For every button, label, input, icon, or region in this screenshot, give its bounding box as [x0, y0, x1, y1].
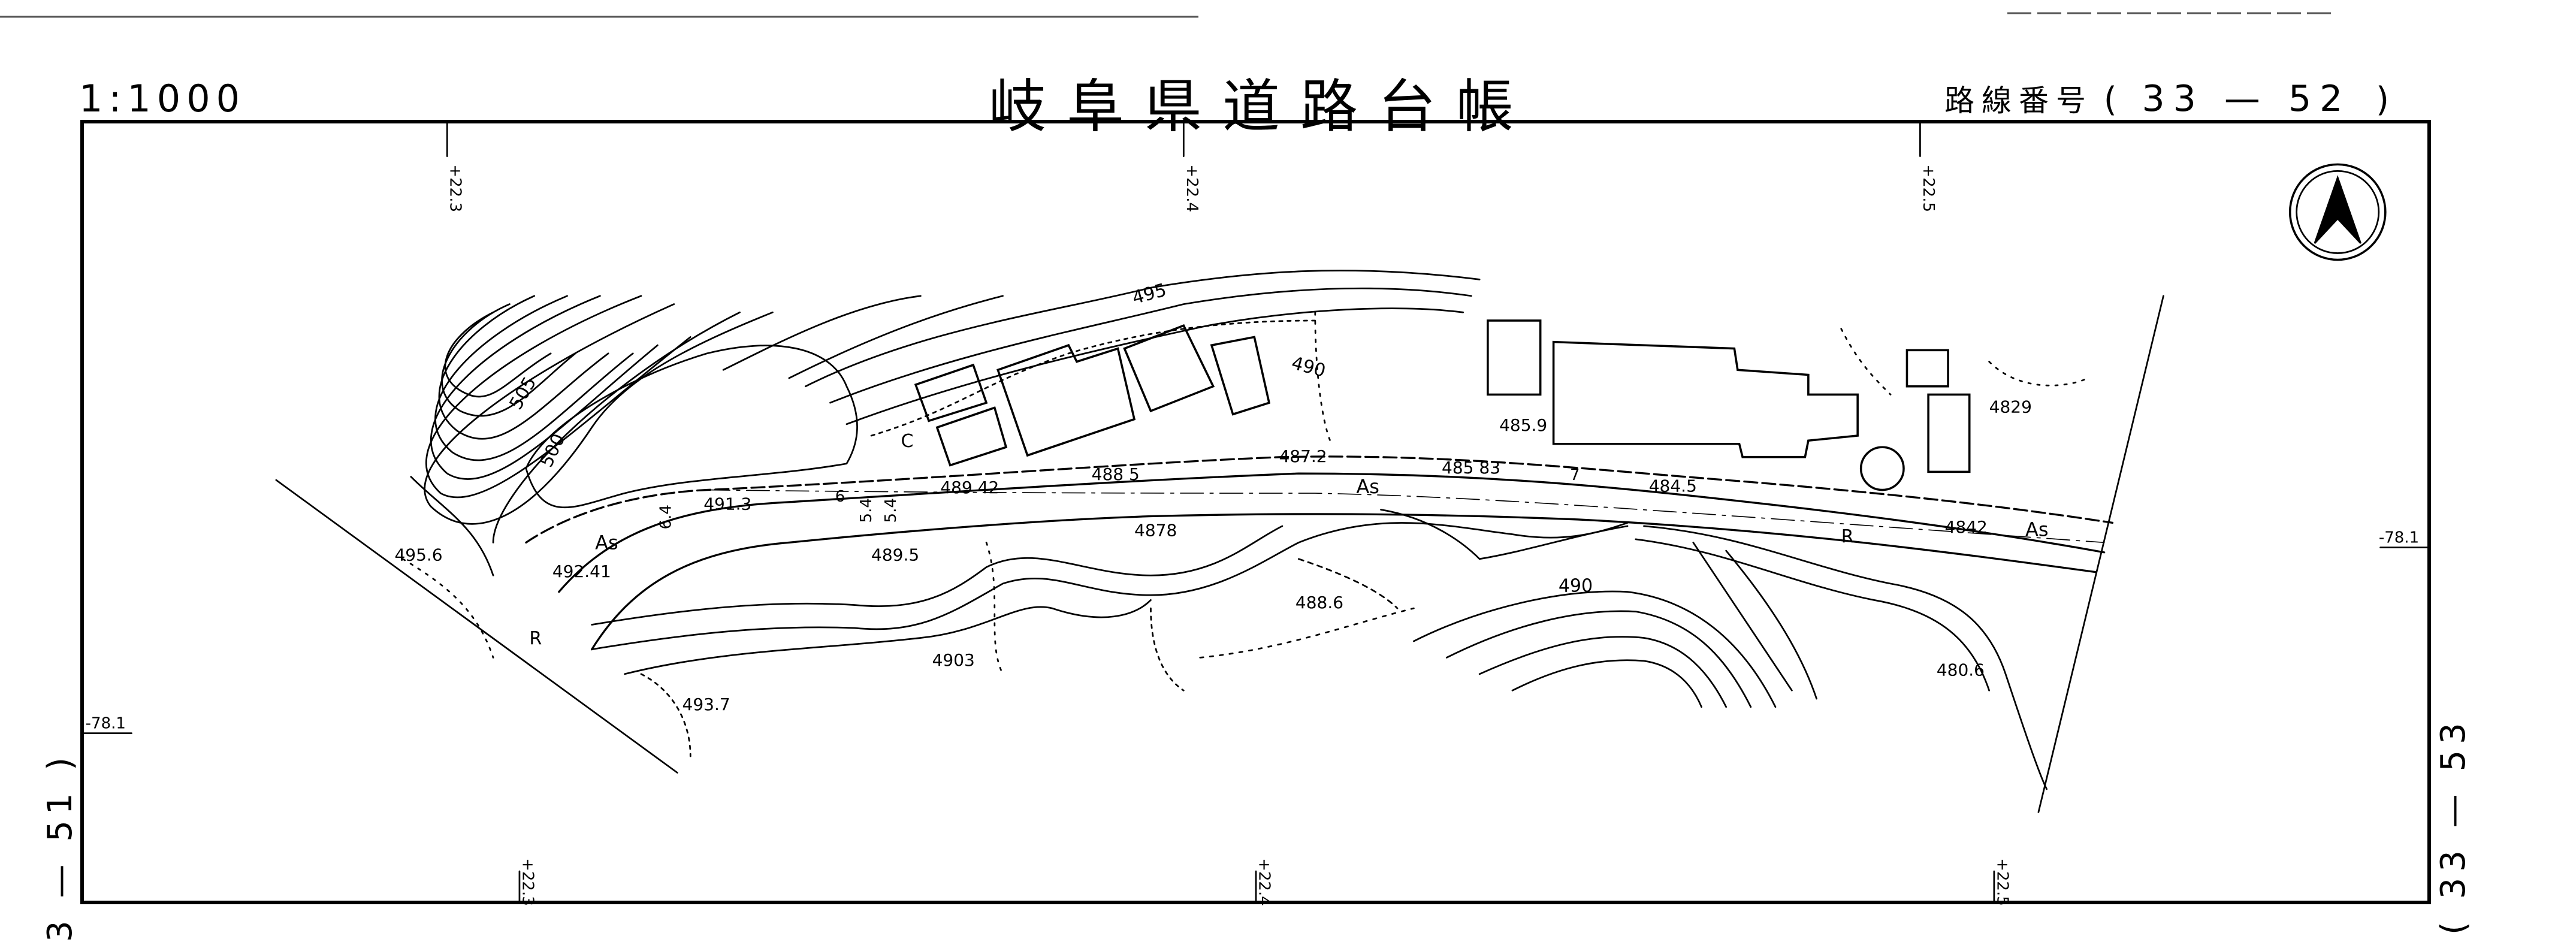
route-close-paren: ) — [2376, 80, 2389, 119]
route-number: 33 — 52 — [2142, 78, 2351, 120]
dotted-boundaries — [401, 311, 2089, 675]
north-arrow-icon — [2288, 163, 2387, 261]
spot-height-label: 485.9 — [1499, 415, 1547, 435]
spot-height-label: 493.7 — [682, 695, 730, 714]
spot-height-label: 484.5 — [1649, 476, 1697, 496]
spot-height-label: 4903 — [932, 650, 975, 670]
spot-height-label: 4842 — [1945, 517, 1988, 537]
station-label-bottom: +22.3 — [518, 858, 536, 906]
surface-label: As — [1356, 475, 1379, 498]
spot-height-label: 487.2 — [1279, 446, 1327, 466]
spot-height-label: 4878 — [1134, 520, 1177, 540]
spot-height-label: 485 83 — [1442, 458, 1500, 478]
station-label-bottom: +22.5 — [1993, 858, 2011, 906]
route-number-block: 路線番号 ( 33 — 52 ) — [1944, 77, 2389, 120]
sheet-boundary-right — [2037, 295, 2164, 813]
surface-label: As — [2025, 518, 2049, 541]
spot-height-label: 480.6 — [1937, 660, 1985, 680]
station-label-top: +22.4 — [1183, 164, 1201, 212]
contour-label: 490 — [1289, 352, 1328, 382]
sheet-boundary-left — [275, 479, 678, 774]
spot-height-label: 489.5 — [871, 545, 919, 565]
map-symbol-label: C — [901, 431, 913, 452]
contour-lines-hill — [410, 295, 774, 576]
road-width-label: 6 — [835, 488, 845, 506]
road-width-label: 5.4 — [857, 498, 875, 523]
spot-height-label: 495.6 — [394, 545, 442, 565]
spot-height-label: 492.41 — [552, 561, 611, 581]
retaining-walls — [591, 509, 2048, 790]
station-ticks — [81, 120, 2431, 904]
road-width-label: 5.4 — [882, 498, 900, 523]
station-label-top: +22.3 — [446, 164, 464, 212]
station-label-bottom: +22.4 — [1255, 858, 1273, 906]
road-width-label: 7 — [1570, 466, 1580, 484]
offset-label-right: -78.1 — [2379, 529, 2419, 547]
spot-height-label: 488 5 — [1092, 464, 1140, 484]
map-symbol-label: R — [1841, 526, 1854, 547]
buildings — [914, 319, 1971, 491]
spot-height-label: 491.3 — [703, 494, 751, 514]
route-open-paren: ( — [2103, 80, 2117, 119]
spot-height-label: 489 42 — [940, 478, 999, 497]
spot-height-label: 488.6 — [1295, 593, 1343, 612]
contour-label: 490 — [1559, 576, 1593, 597]
contour-lines-lower — [1413, 541, 1817, 708]
forest-area — [525, 345, 858, 509]
contour-label: 495 — [1130, 280, 1168, 309]
map-frame — [80, 120, 2431, 904]
main-road — [525, 455, 2114, 651]
contour-lines-upper — [722, 270, 1481, 437]
map-symbol-label: R — [529, 628, 542, 649]
map-scale: 1:1000 — [79, 77, 246, 120]
station-label-top: +22.5 — [1919, 164, 1937, 212]
offset-label-left: -78.1 — [86, 714, 126, 732]
road-width-label: 6.4 — [657, 505, 675, 529]
spot-height-label: 4829 — [1989, 397, 2032, 417]
page-title: 岐阜県道路台帳 — [989, 73, 1534, 140]
route-number-label: 路線番号 — [1944, 83, 2093, 118]
surface-label: As — [595, 531, 618, 554]
